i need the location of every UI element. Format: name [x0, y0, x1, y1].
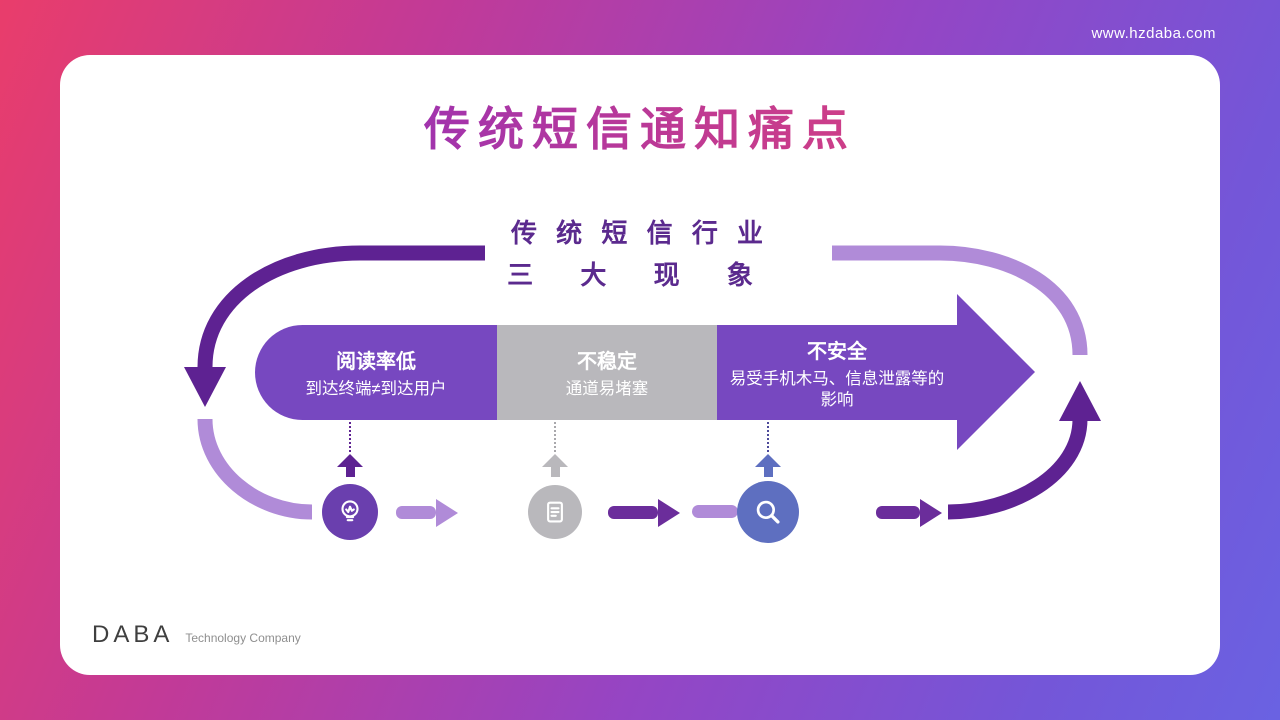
up-arrow-3	[755, 454, 781, 477]
cycle-heading: 传 统 短 信 行 业 三 大 现 象	[60, 213, 1220, 292]
pain-segment-unstable: 不稳定 通道易堵塞	[497, 325, 717, 420]
flow-arrow-2	[608, 498, 680, 527]
step-circle-2	[528, 485, 582, 539]
document-icon	[540, 497, 570, 527]
loop-arrowhead-up	[1059, 381, 1101, 421]
pain-desc: 通道易堵塞	[565, 380, 649, 399]
dotted-connector-1	[349, 422, 351, 452]
pain-title: 不稳定	[577, 351, 637, 374]
step-circle-1	[322, 484, 378, 540]
pain-desc: 易受手机木马、信息泄露等的影响	[729, 369, 945, 409]
dotted-connector-3	[767, 422, 769, 452]
dotted-connector-2	[554, 422, 556, 452]
pain-desc: 到达终端≠到达用户	[305, 380, 447, 399]
lightbulb-icon	[335, 497, 365, 527]
website-url: www.hzdaba.com	[1091, 25, 1216, 42]
logo-tagline: Technology Company	[185, 631, 301, 645]
magnifier-icon	[751, 495, 785, 529]
flow-arrow-3	[876, 498, 942, 527]
up-arrow-2	[542, 454, 568, 477]
band-arrowhead	[957, 294, 1035, 450]
loop-arrowhead-down	[184, 367, 226, 407]
up-arrow-1	[337, 454, 363, 477]
cycle-heading-line1: 传 统 短 信 行 业	[510, 218, 770, 248]
logo-text: DABA	[92, 621, 174, 648]
pain-title: 阅读率低	[336, 351, 416, 374]
cycle-loop-graphic	[184, 245, 1101, 520]
slide-title: 传统短信通知痛点	[60, 93, 1220, 159]
cycle-heading-line2: 三 大 现 象	[507, 260, 773, 290]
pain-band: 阅读率低 到达终端≠到达用户 不稳定 通道易堵塞 不安全 易受手机木马、信息泄露…	[255, 294, 1035, 450]
pain-segment-read-rate: 阅读率低 到达终端≠到达用户	[255, 325, 497, 420]
flow-connector	[692, 505, 738, 518]
content-card: 传统短信通知痛点 传 统 短 信 行 业 三 大 现 象 阅读率低 到达终端≠到…	[60, 55, 1220, 675]
flow-arrow-1	[396, 498, 458, 527]
company-logo: DABA Technology Company	[92, 621, 301, 649]
step-circle-3	[737, 481, 799, 543]
pain-segment-unsafe: 不安全 易受手机木马、信息泄露等的影响	[717, 325, 957, 420]
pain-title: 不安全	[807, 340, 867, 363]
